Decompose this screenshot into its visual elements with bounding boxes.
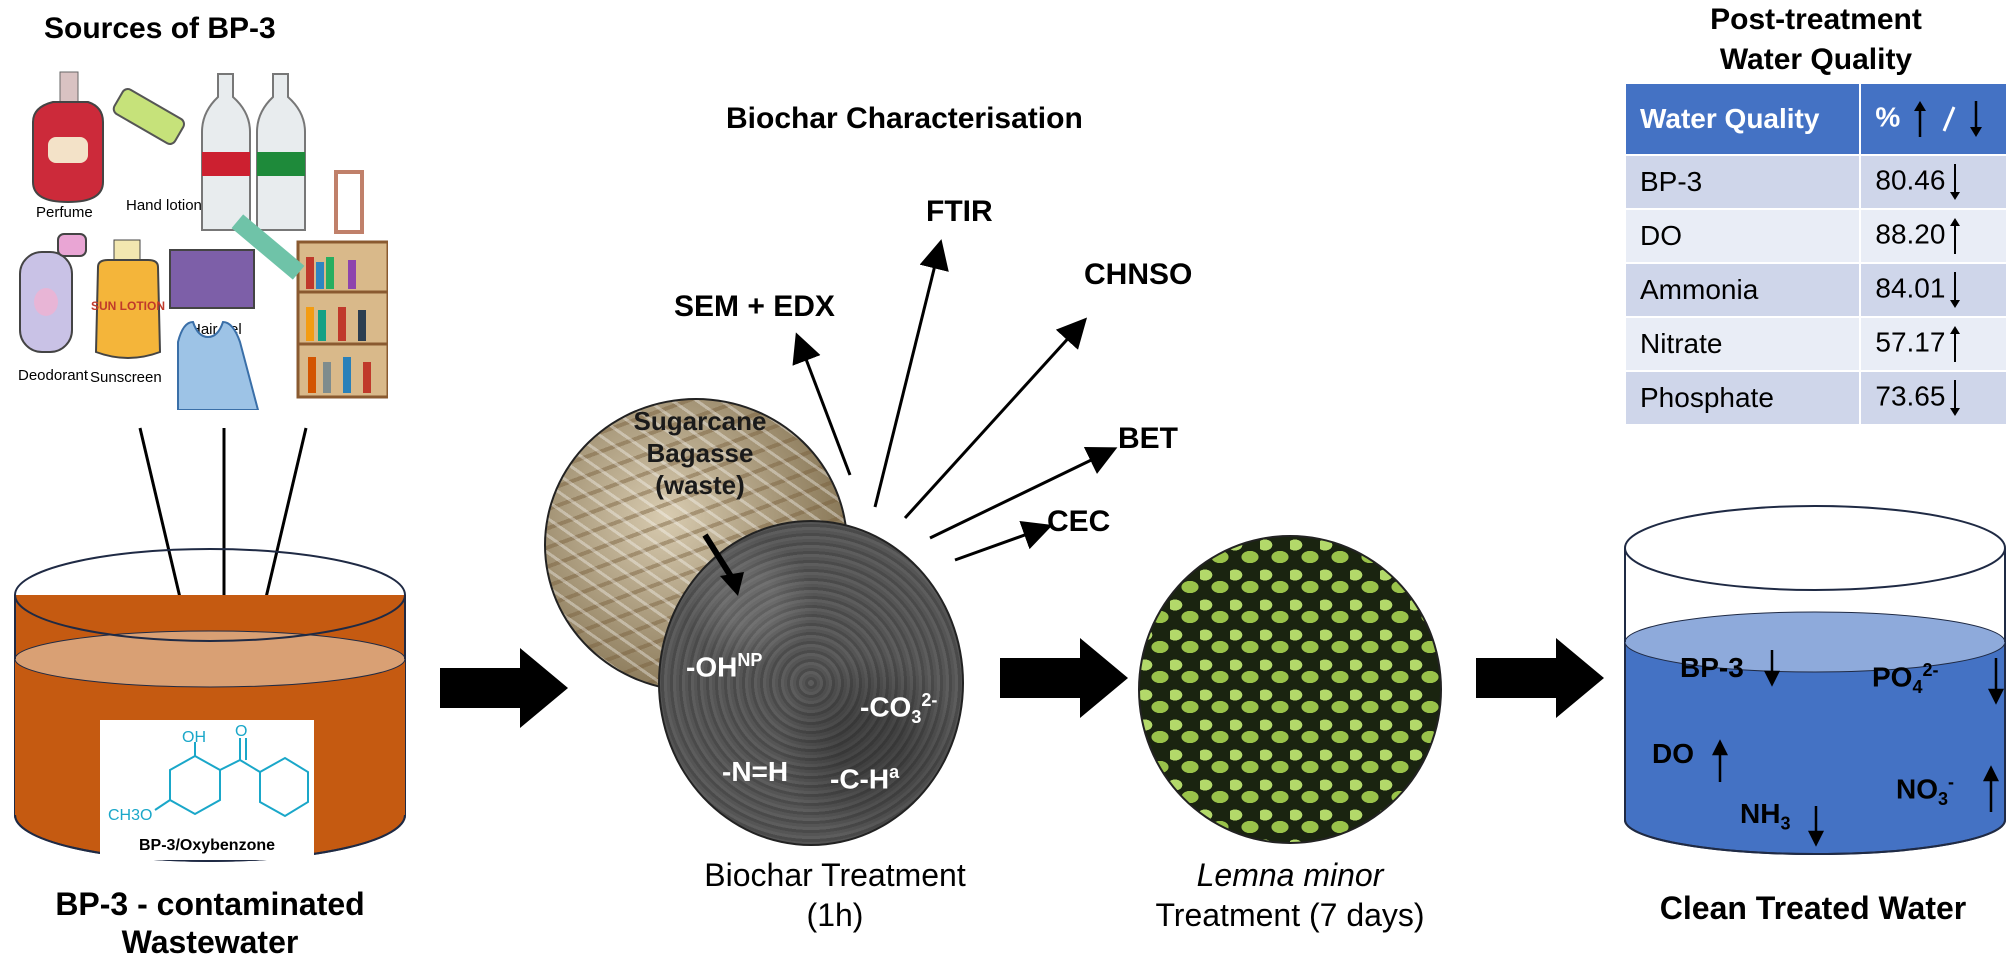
row-value: 80.46 xyxy=(1859,154,2008,210)
stage4-label: Clean Treated Water xyxy=(1659,890,1967,926)
row-name: BP-3 xyxy=(1623,154,1862,210)
row-value-text: 80.46 xyxy=(1875,164,1946,196)
arrow-up-icon xyxy=(1950,326,1961,362)
deodorant-icon xyxy=(19,233,87,353)
tank-po4: PO42- xyxy=(1872,660,1939,697)
hand-lotion-label: Hand lotion xyxy=(126,197,202,214)
lemna-image xyxy=(1138,535,1442,844)
tank-bp3: BP-3 xyxy=(1680,652,1744,683)
table-row: Nitrate 57.17 xyxy=(1623,316,2008,372)
molecule-ch3o: CH3O xyxy=(108,807,152,824)
bagasse-label-line3: (waste) xyxy=(655,470,745,500)
table-title: Post-treatment Water Quality xyxy=(1624,0,2008,80)
perfume-icon xyxy=(32,71,104,204)
biochar-image xyxy=(658,520,964,846)
stage1-label-line2: Wastewater xyxy=(121,924,299,960)
technique-sem: SEM + EDX xyxy=(674,290,835,323)
row-value: 57.17 xyxy=(1859,316,2008,372)
clean-tank xyxy=(1624,505,2006,855)
table-row: Ammonia 84.01 xyxy=(1623,262,2008,318)
stage3-label: Lemna minor Treatment (7 days) xyxy=(1120,855,1460,935)
bottle-icon xyxy=(201,73,306,231)
technique-cec: CEC xyxy=(1047,505,1111,538)
table-row: DO 88.20 xyxy=(1623,208,2008,264)
row-name: DO xyxy=(1623,208,1862,264)
group-oh: -OHNP xyxy=(686,650,763,683)
arrow-down-icon xyxy=(1950,380,1961,416)
table-title-line2: Water Quality xyxy=(1719,43,1913,76)
hair-gel-icon xyxy=(169,214,305,309)
group-co3: -CO32- xyxy=(860,690,938,727)
sunscreen-label: Sunscreen xyxy=(90,369,162,386)
arrow-down-icon xyxy=(1950,272,1961,308)
table-title-line1: Post-treatment xyxy=(1710,3,1922,36)
stage1-label-line1: BP-3 - contaminated xyxy=(55,886,365,922)
tank-do: DO xyxy=(1652,738,1694,769)
oxybenzone-structure: OH O CH3O BP-3/Oxybenzone xyxy=(108,723,309,854)
plastic-bag-icon xyxy=(177,320,260,411)
table-header-row: Water Quality % xyxy=(1623,82,2008,156)
row-name: Nitrate xyxy=(1623,316,1862,372)
technique-ftir: FTIR xyxy=(926,195,993,228)
molecule-oh: OH xyxy=(182,729,206,746)
arrow-sem xyxy=(792,332,852,476)
row-value-text: 73.65 xyxy=(1875,380,1946,412)
row-value: 73.65 xyxy=(1859,370,2008,426)
sunscreen-bottle-text: SUN LOTION xyxy=(91,299,165,313)
bagasse-label: Sugarcane Bagasse (waste) xyxy=(600,405,800,501)
characterisation-title: Biochar Characterisation xyxy=(726,102,1083,135)
header-percent: % xyxy=(1859,82,2008,156)
stage3-label-line1: Lemna minor xyxy=(1196,857,1384,893)
hand-lotion-icon xyxy=(112,88,185,145)
row-name: Ammonia xyxy=(1623,262,1862,318)
group-ch: -C-Ha xyxy=(830,762,900,795)
stage2-label-line2: (1h) xyxy=(806,897,864,933)
row-value-text: 84.01 xyxy=(1875,272,1946,304)
molecule-label: BP-3/Oxybenzone xyxy=(139,837,275,854)
technique-bet: BET xyxy=(1118,422,1178,455)
flow-arrow-3 xyxy=(1476,638,1604,718)
bagasse-to-biochar-arrow xyxy=(702,533,744,596)
group-nh: -N=H xyxy=(722,756,789,787)
perfume-label: Perfume xyxy=(36,204,93,221)
arrow-down-icon xyxy=(1950,164,1961,200)
sources-title: Sources of BP-3 xyxy=(44,12,276,45)
flow-arrow-1 xyxy=(440,648,568,728)
molecule-card: OH O CH3O BP-3/Oxybenzone xyxy=(100,720,314,860)
bagasse-label-line2: Bagasse xyxy=(646,438,754,468)
molecule-o: O xyxy=(235,723,247,740)
flow-arrow-2 xyxy=(1000,638,1128,718)
sources-svg: Perfume Hand lotion xyxy=(18,71,390,411)
row-value-text: 57.17 xyxy=(1875,326,1946,358)
bookshelf-icon xyxy=(296,240,390,399)
row-value: 88.20 xyxy=(1859,208,2008,264)
stage1-label: BP-3 - contaminated Wastewater xyxy=(20,885,400,961)
sources-illustration: Perfume Hand lotion xyxy=(18,52,390,411)
arrow-cec xyxy=(954,520,1053,562)
tank-no3: NO3- xyxy=(1896,772,1955,809)
arrow-ftir xyxy=(873,239,949,508)
header-water-quality: Water Quality xyxy=(1623,82,1862,156)
stage2-label-line1: Biochar Treatment xyxy=(704,857,966,893)
sunscreen-icon: SUN LOTION xyxy=(91,239,165,359)
chair-icon xyxy=(334,170,364,234)
technique-chnso: CHNSO xyxy=(1084,258,1193,291)
arrow-bet xyxy=(929,446,1118,540)
row-name: Phosphate xyxy=(1623,370,1862,426)
table-row: BP-3 80.46 xyxy=(1623,154,2008,210)
deodorant-label: Deodorant xyxy=(18,367,89,384)
up-down-icon xyxy=(1914,101,1983,137)
tank-nh3: NH3 xyxy=(1740,798,1791,834)
row-value-text: 88.20 xyxy=(1875,218,1946,250)
bagasse-label-line1: Sugarcane xyxy=(633,406,767,436)
stage2-label: Biochar Treatment (1h) xyxy=(650,855,1020,935)
arrow-up-icon xyxy=(1950,218,1961,254)
table-row: Phosphate 73.65 xyxy=(1623,370,2008,426)
stage3-label-line2: Treatment (7 days) xyxy=(1155,897,1425,933)
arrow-chnso xyxy=(903,317,1088,520)
row-value: 84.01 xyxy=(1859,262,2008,318)
